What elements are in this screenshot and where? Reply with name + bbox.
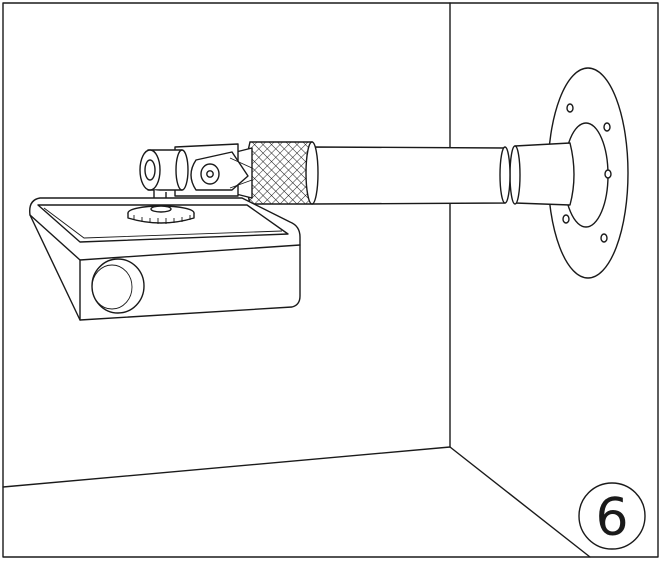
- screw-hole: [600, 233, 608, 243]
- floor-edge-left: [2, 446, 451, 488]
- step-number: 6: [595, 488, 628, 548]
- tube-collar: [514, 142, 575, 206]
- clevis-lines: [229, 157, 253, 189]
- tube-body: [311, 146, 506, 205]
- collar-rim: [509, 145, 521, 205]
- thumb-screw-rim: [127, 213, 195, 224]
- wall-corner: [2, 2, 591, 558]
- knurled-lock-ring: [235, 141, 319, 205]
- top-plate-bevel: [43, 207, 283, 239]
- ring-edge: [305, 141, 319, 205]
- screw-hole: [603, 122, 611, 132]
- extension-tube: [311, 142, 575, 206]
- step-number-circle: [578, 482, 646, 550]
- tilt-joint: [139, 143, 253, 209]
- screw-hole: [566, 103, 574, 113]
- mounting-thumb-screw: [127, 205, 195, 224]
- swivel-head-rim: [175, 149, 189, 191]
- step-number-badge: 6: [578, 482, 646, 550]
- thumb-screw-boss: [150, 205, 172, 213]
- swivel-bore: [144, 159, 156, 181]
- lens-inner-ring: [91, 264, 133, 310]
- pivot-pin-hole: [206, 170, 214, 178]
- screw-hole: [562, 214, 570, 224]
- flange-screw-holes: [562, 103, 612, 243]
- tube-end: [499, 146, 511, 204]
- floor-edge-right: [449, 446, 591, 558]
- wall-flange-plate: [547, 67, 629, 279]
- screw-hole: [604, 169, 612, 179]
- thumb-screw-grip: [133, 215, 191, 224]
